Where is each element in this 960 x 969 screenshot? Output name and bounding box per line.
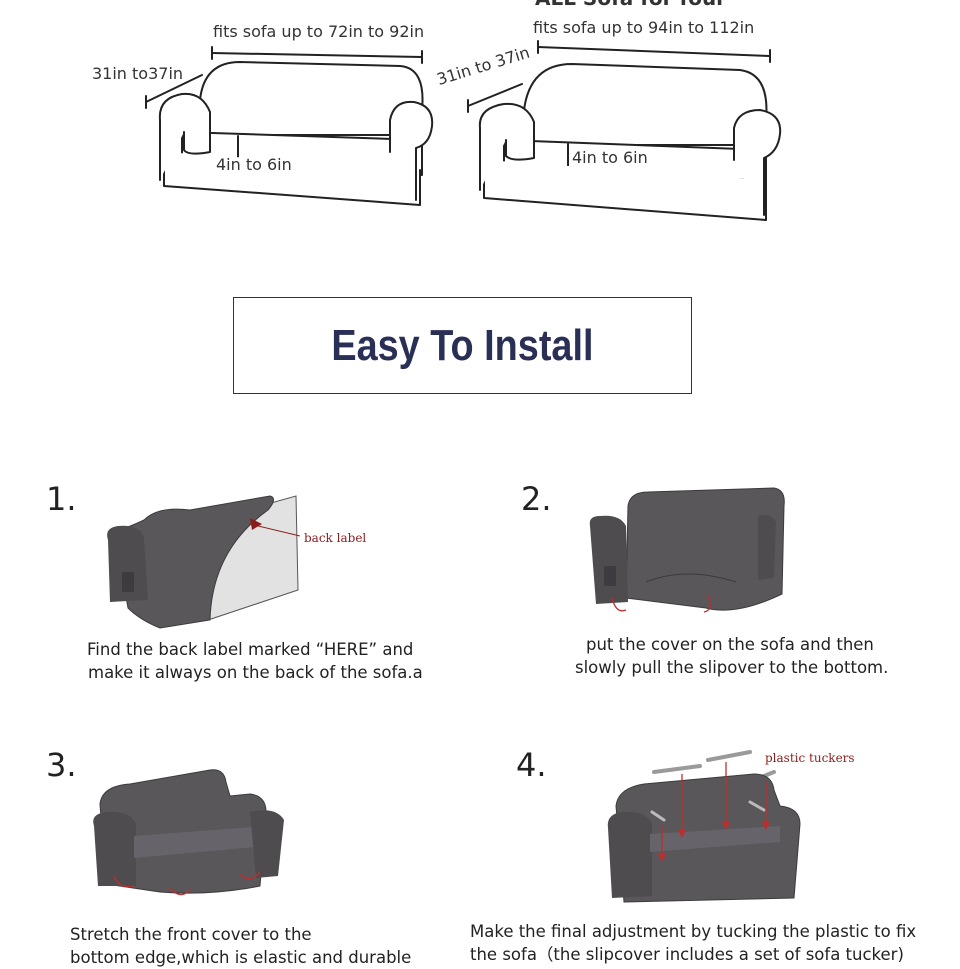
step-4-number: 4. bbox=[516, 746, 547, 784]
step-3-sofa-illustration bbox=[93, 769, 284, 896]
page-title: Easy To Install bbox=[331, 320, 594, 370]
step-4-caption-line-2: the sofa（the slipcover includes a set of… bbox=[470, 945, 904, 964]
plastic-tuckers-annotation: plastic tuckers bbox=[765, 751, 855, 765]
step-1-caption-line-2: make it always on the back of the sofa.a bbox=[88, 663, 423, 682]
step-1-caption-line-1: Find the back label marked “HERE” and bbox=[87, 640, 414, 659]
step-1-sofa-illustration bbox=[107, 495, 301, 629]
step-4-caption-line-1: Make the final adjustment by tucking the… bbox=[470, 922, 917, 941]
sofa-a-width-label: fits sofa up to 72in to 92in bbox=[213, 22, 425, 41]
step-2-sofa-illustration bbox=[589, 487, 785, 613]
step-3-number: 3. bbox=[46, 746, 77, 784]
back-label-annotation: back label bbox=[304, 531, 367, 545]
step-2-caption-line-1: put the cover on the sofa and then bbox=[586, 635, 874, 654]
sofa-a-outline-illustration bbox=[145, 46, 434, 206]
sofa-a-depth-label: 31in to37in bbox=[92, 64, 184, 83]
step-2-caption-line-2: slowly pull the slipover to the bottom. bbox=[575, 658, 889, 677]
sofa-a-cushion-label: 4in to 6in bbox=[216, 155, 292, 174]
title-box: Easy To Install bbox=[233, 297, 692, 394]
sofa-b-outline-illustration bbox=[467, 40, 782, 221]
step-3-caption-line-1: Stretch the front cover to the bbox=[70, 925, 312, 944]
step-1-number: 1. bbox=[46, 480, 77, 518]
step-2-number: 2. bbox=[521, 480, 552, 518]
step-3-caption-line-2: bottom edge,which is elastic and durable bbox=[70, 948, 412, 967]
sofa-b-cushion-label: 4in to 6in bbox=[572, 148, 648, 167]
step-4-sofa-illustration bbox=[607, 750, 801, 903]
top-cut-heading: ALL Sofa for four bbox=[535, 0, 726, 10]
sofa-b-width-label: fits sofa up to 94in to 112in bbox=[533, 18, 755, 37]
